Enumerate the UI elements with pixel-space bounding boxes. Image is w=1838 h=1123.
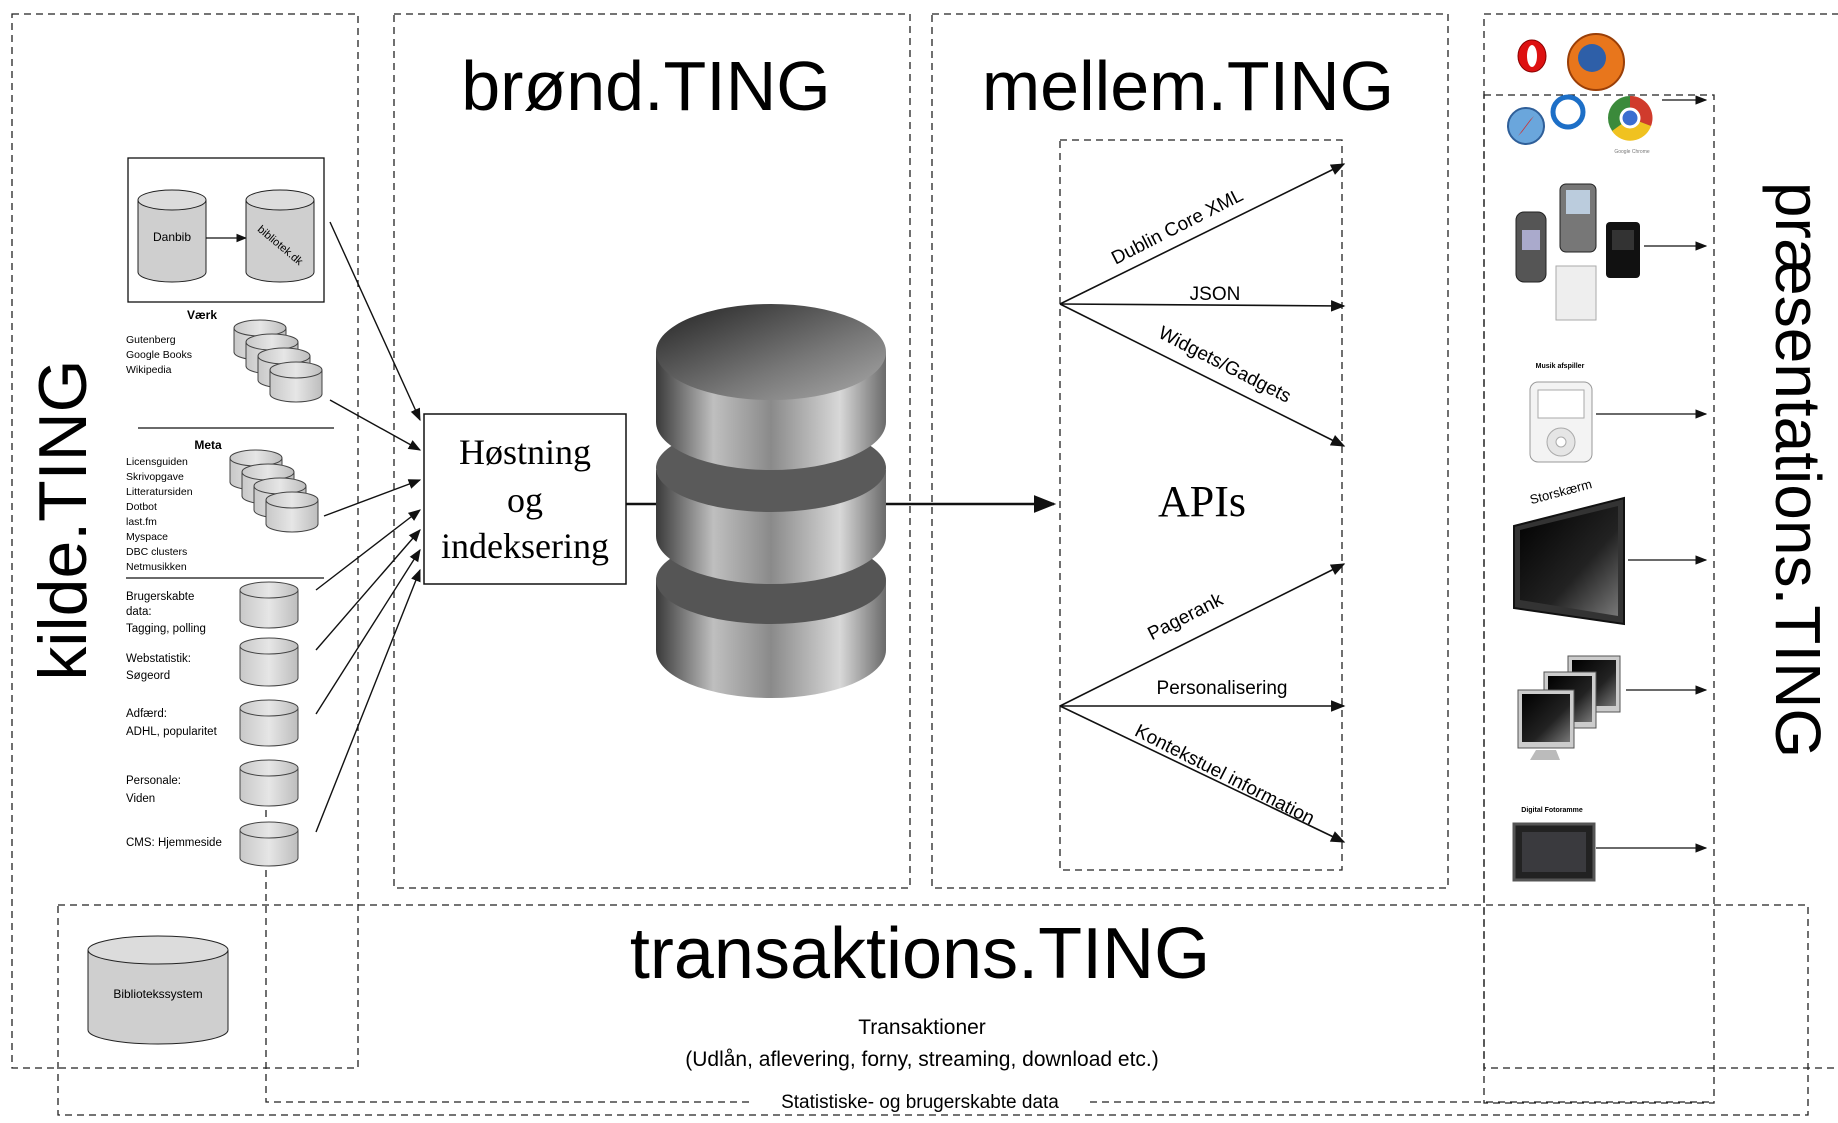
vaerk-heading: Værk: [187, 308, 217, 322]
meta-item: Netmusikken: [126, 561, 187, 573]
vaerk-item: Wikipedia: [126, 364, 172, 376]
transaktion-title: transaktions.TING: [630, 914, 1210, 994]
harvest-label: og: [507, 480, 543, 520]
meta-item: Myspace: [126, 531, 168, 543]
harvest-label: Høstning: [459, 432, 591, 472]
chrome-caption: Google Chrome: [1614, 149, 1650, 155]
vaerk-items: Gutenberg Google Books Wikipedia: [126, 334, 192, 376]
praesentation-title: præsentations.TING: [1762, 182, 1834, 758]
transaktion-sub1: Transaktioner: [858, 1016, 986, 1039]
api-arrows: [1059, 163, 1346, 843]
presentation-inner-frame: [1483, 94, 1715, 1104]
harvest-label: indeksering: [441, 526, 609, 566]
kilde-frame: [11, 13, 359, 1069]
brugerskabte-label: data:: [126, 606, 152, 618]
big-screen-icon: [1513, 496, 1625, 626]
adfaerd-label: ADHL, popularitet: [126, 726, 218, 738]
danbib-cylinder: [137, 189, 207, 283]
mellem-title: mellem.TING: [982, 47, 1394, 125]
webstatistik-label: Søgeord: [126, 670, 170, 682]
bibliotekssystem-label: Bibliotekssystem: [113, 987, 202, 1001]
cms-label: CMS: Hjemmeside: [126, 837, 222, 849]
mellem-api-frame: [1059, 139, 1343, 871]
monitors-icon: [1517, 655, 1621, 760]
musik-label: Musik afspiller: [1536, 363, 1585, 370]
storskaerm-label: Storskærm: [1528, 476, 1593, 507]
personale-label: Viden: [126, 793, 155, 805]
danbib-label: Danbib: [153, 230, 191, 244]
browser-icons: [1507, 33, 1653, 145]
single-cylinders: [239, 581, 299, 867]
brond-frame: [393, 13, 911, 889]
group-frames: [11, 13, 1838, 1116]
foto-label: Digital Fotoramme: [1521, 807, 1583, 814]
single-cylinder-labels: Brugerskabte data: Tagging, polling Webs…: [126, 591, 222, 849]
transaktion-sub2: (Udlån, aflevering, forny, streaming, do…: [685, 1048, 1159, 1071]
personale-label: Personale:: [126, 775, 181, 787]
meta-item: Licensguiden: [126, 456, 188, 468]
api-output-label: Personalisering: [1157, 678, 1288, 699]
big-database-icon: [656, 304, 886, 698]
api-output-label: JSON: [1190, 284, 1241, 305]
meta-item: DBC clusters: [126, 546, 187, 558]
api-output-label: Widgets/Gadgets: [1155, 323, 1294, 408]
ie-icon: [1550, 94, 1586, 130]
webstatistik-label: Webstatistik:: [126, 653, 191, 665]
transaktion-frame: [57, 904, 1809, 1116]
meta-items: Licensguiden Skrivopgave Litteratursiden…: [126, 456, 193, 573]
photo-frame-icon: [1512, 822, 1596, 882]
apis-label: APIs: [1158, 477, 1246, 526]
api-output-label: Dublin Core XML: [1108, 185, 1246, 269]
brond-title: brønd.TING: [461, 47, 831, 125]
vaerk-item: Google Books: [126, 349, 192, 361]
vaerk-item: Gutenberg: [126, 334, 176, 346]
adfaerd-label: Adfærd:: [126, 708, 167, 720]
brugerskabte-label: Tagging, polling: [126, 623, 206, 635]
bibliotekssystem-cylinder: [87, 935, 229, 1045]
music-player-icon: [1529, 381, 1593, 463]
meta-item: Dotbot: [126, 501, 157, 513]
mellem-frame: [931, 13, 1449, 889]
meta-heading: Meta: [194, 438, 222, 452]
api-output-label: Kontekstuel information: [1131, 721, 1317, 830]
bibliotek-cylinder: [245, 189, 315, 283]
mobile-phone-icons: [1515, 183, 1640, 321]
meta-item: last.fm: [126, 516, 157, 528]
vaerk-cylinder-stack: [233, 319, 323, 403]
source-arrows: [315, 221, 422, 833]
meta-cylinder-stack: [229, 449, 319, 533]
kilde-title: kilde.TING: [25, 359, 101, 680]
danbib-box: [127, 157, 325, 303]
meta-item: Litteratursiden: [126, 486, 193, 498]
meta-item: Skrivopgave: [126, 471, 184, 483]
api-output-label: Pagerank: [1144, 589, 1226, 645]
statistik-line: [265, 810, 1714, 1103]
harvest-box: [423, 413, 627, 585]
statistik-label: Statistiske- og brugerskabte data: [781, 1092, 1059, 1113]
brugerskabte-label: Brugerskabte: [126, 591, 194, 603]
